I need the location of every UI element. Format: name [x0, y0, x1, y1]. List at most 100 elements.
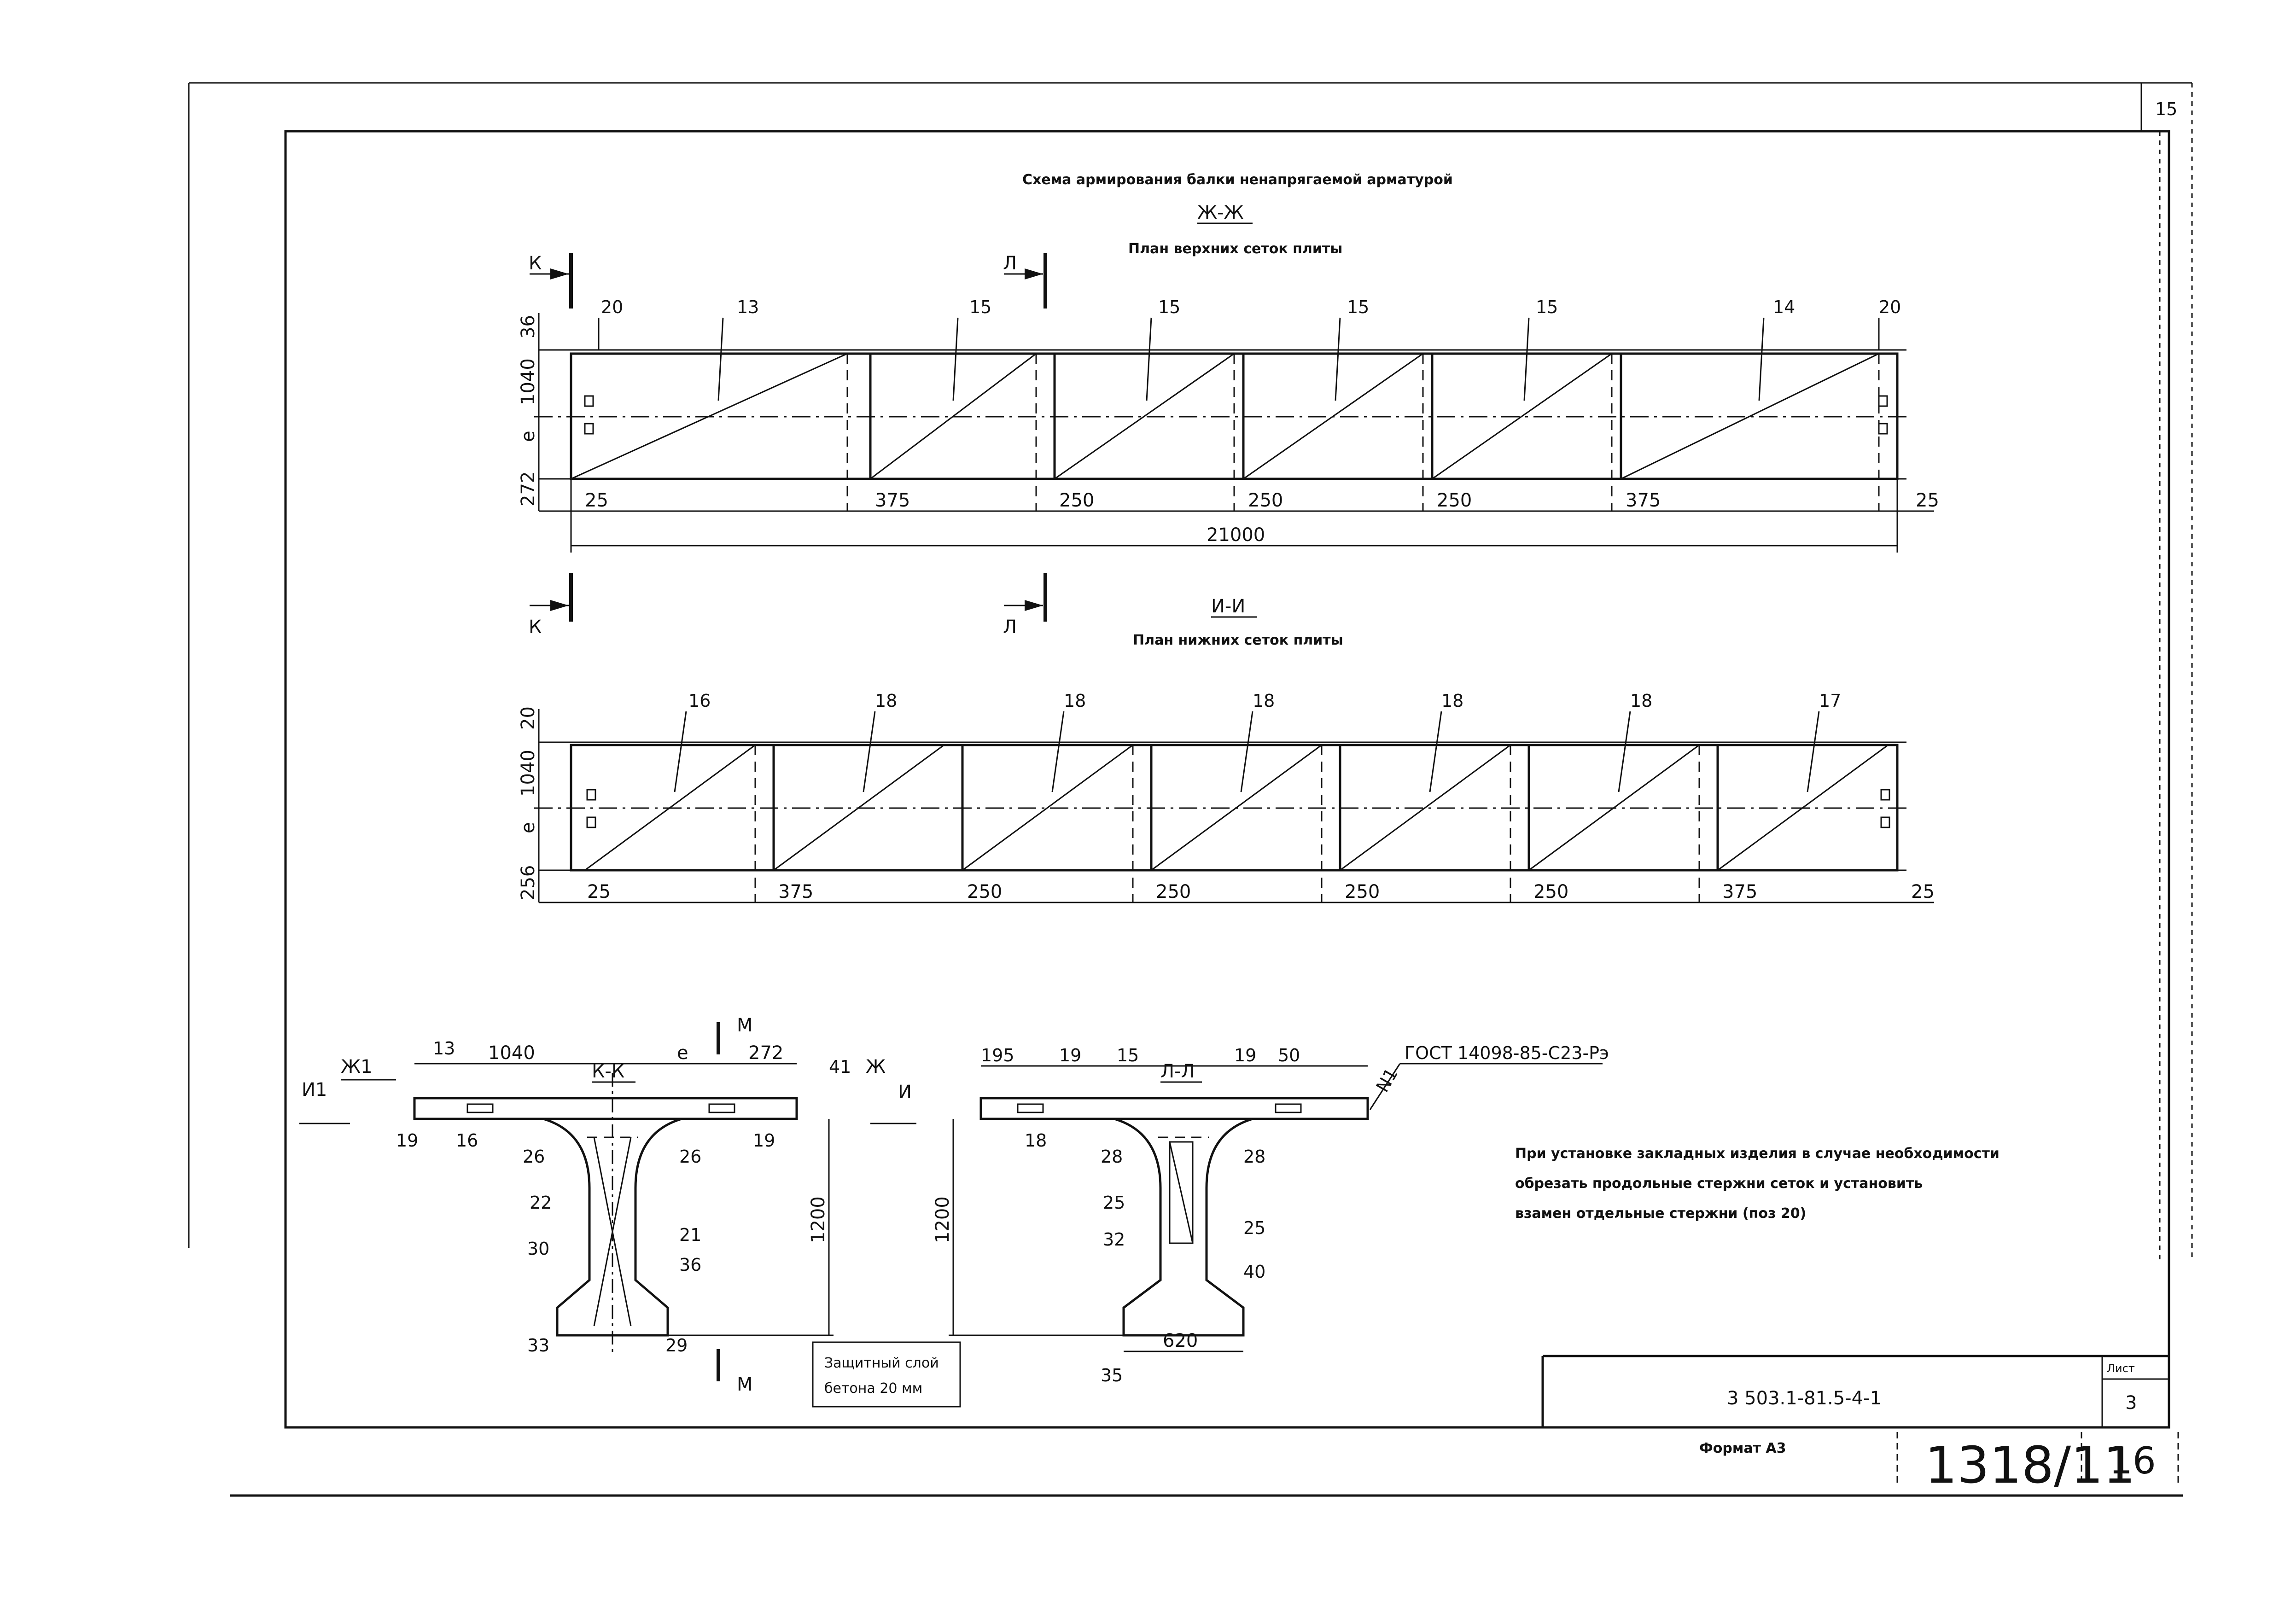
- bottom-bdim-3: 250: [967, 881, 1002, 902]
- top-dim-36: 36: [518, 315, 539, 338]
- kk-cut-i1: И1: [302, 1079, 327, 1100]
- top-bdim-6: 375: [1626, 490, 1661, 511]
- bottom-pos-5: 18: [1441, 691, 1463, 711]
- section-i-title: И-И: [1211, 596, 1245, 617]
- plan-top-title: План верхних сеток плиты: [1128, 241, 1342, 257]
- top-pos-2: 13: [737, 297, 759, 317]
- section-zh-title: Ж-Ж: [1197, 202, 1244, 223]
- top-plan-diagonals: [571, 353, 1879, 480]
- bottom-dim-20: 20: [518, 706, 539, 730]
- ll-dim-50: 50: [1278, 1045, 1300, 1065]
- kk-label-36: 36: [679, 1255, 701, 1275]
- bottom-bdim-2: 375: [778, 881, 813, 902]
- cut-k-top: К: [529, 253, 542, 274]
- kk-cut-zh-right: Ж: [866, 1056, 886, 1077]
- top-pos-3: 15: [969, 297, 991, 317]
- bottom-pos-3: 18: [1064, 691, 1086, 711]
- kk-height: 1200: [808, 1196, 829, 1243]
- cover-note-box: [812, 1341, 961, 1408]
- install-note-line2: обрезать продольные стержни сеток и уста…: [1515, 1176, 1923, 1192]
- cover-note-line2: бетона 20 мм: [824, 1380, 922, 1397]
- main-title: Схема армирования балки ненапрягаемой ар…: [1022, 172, 1453, 188]
- bottom-plan-diagonals: [584, 744, 1889, 871]
- top-bdim-4: 250: [1248, 490, 1283, 511]
- top-plan: 20 13 15 15 15 15 14 20 36 1040 e 272 25…: [518, 297, 1939, 553]
- bottom-bdim-1: 25: [587, 881, 611, 902]
- ll-label-32: 32: [1103, 1229, 1125, 1250]
- bottom-pos-4: 18: [1253, 691, 1275, 711]
- top-dim-e: e: [518, 431, 539, 442]
- kk-label-26-left: 26: [523, 1147, 545, 1167]
- bottom-bdim-6: 250: [1533, 881, 1568, 902]
- top-total-length: 21000: [1207, 524, 1265, 546]
- format-label: Формат А3: [1699, 1440, 1786, 1456]
- top-bdim-2: 375: [875, 490, 910, 511]
- bottom-dim-1040: 1040: [518, 750, 539, 797]
- gost-note: ГОСТ 14098-85-С23-Рэ: [1405, 1043, 1609, 1063]
- top-bdim-1: 25: [585, 490, 608, 511]
- kk-cut-zh1: Ж1: [341, 1056, 373, 1077]
- bottom-bdim-4: 250: [1156, 881, 1191, 902]
- ll-label-28-left: 28: [1101, 1147, 1123, 1167]
- section-kk-title: К-К: [592, 1061, 624, 1082]
- section-ll-title: Л-Л: [1160, 1061, 1195, 1082]
- ll-label-n1: N1: [1372, 1065, 1402, 1096]
- top-pos-8: 20: [1879, 297, 1901, 317]
- top-bdim-5: 250: [1437, 490, 1472, 511]
- ll-dim-195: 195: [981, 1045, 1014, 1065]
- kk-dim-41: 41: [829, 1057, 851, 1077]
- ll-label-25-right: 25: [1243, 1218, 1265, 1238]
- bottom-bdim-7: 375: [1722, 881, 1757, 902]
- kk-label-19-left: 19: [396, 1130, 418, 1151]
- top-dim-272: 272: [518, 471, 539, 506]
- kk-label-16: 16: [456, 1130, 478, 1151]
- bottom-bdim-8: 25: [1911, 881, 1935, 902]
- kk-dim-272: 272: [748, 1042, 783, 1064]
- bottom-pos-1: 16: [688, 691, 711, 711]
- top-pos-7: 14: [1773, 297, 1795, 317]
- ll-label-19-left: 19: [1059, 1045, 1081, 1065]
- cut-l-top: Л: [1003, 253, 1017, 274]
- top-pos-5: 15: [1347, 297, 1369, 317]
- page-number: 16: [2109, 1439, 2156, 1482]
- bottom-bdim-5: 250: [1345, 881, 1380, 902]
- bottom-pos-7: 17: [1819, 691, 1841, 711]
- doc-code: 3 503.1-81.5-4-1: [1727, 1388, 1882, 1409]
- ll-label-25-left: 25: [1103, 1193, 1125, 1213]
- top-pos-6: 15: [1536, 297, 1558, 317]
- ll-label-15: 15: [1117, 1045, 1139, 1065]
- top-bdim-7: 25: [1916, 490, 1939, 511]
- sheet-number: 3: [2125, 1392, 2137, 1414]
- plan-bottom-title: План нижних сеток плиты: [1133, 632, 1343, 648]
- sheet-frame: [188, 82, 2193, 1497]
- title-block: 3 503.1-81.5-4-1 Лист 3 Формат А3 1318/1…: [1541, 1355, 2179, 1495]
- top-bdim-3: 250: [1059, 490, 1094, 511]
- kk-cut-i-right: И: [898, 1082, 912, 1103]
- ll-label-28-right: 28: [1243, 1147, 1265, 1167]
- ll-label-35: 35: [1101, 1365, 1123, 1385]
- kk-cut-m-top: М: [737, 1015, 753, 1036]
- kk-label-33: 33: [527, 1335, 549, 1356]
- corner-number: 15: [2155, 99, 2177, 119]
- install-note-line1: При установке закладных изделия в случае…: [1515, 1146, 2000, 1162]
- ll-label-18: 18: [1025, 1130, 1047, 1151]
- bottom-dim-256: 256: [518, 865, 539, 900]
- kk-label-29: 29: [665, 1335, 688, 1356]
- install-note-line3: взамен отдельные стержни (поз 20): [1515, 1205, 1806, 1222]
- cut-l-bottom: Л: [1003, 617, 1017, 638]
- section-kk: К-К 13 1040 e 272 41 1200 19 16 19 26 26…: [299, 1015, 916, 1395]
- kk-label-19-right: 19: [753, 1130, 775, 1151]
- kk-label-26-right: 26: [679, 1147, 701, 1167]
- kk-cut-m-bottom: М: [737, 1374, 753, 1395]
- kk-label-21: 21: [679, 1225, 701, 1245]
- bottom-plan-joints: [754, 745, 1719, 902]
- bottom-pos-6: 18: [1630, 691, 1652, 711]
- cover-note-line1: Защитный слой: [824, 1355, 939, 1371]
- kk-label-30: 30: [527, 1239, 549, 1259]
- cut-markers: К Л К Л: [529, 253, 1047, 638]
- kk-dim-13: 13: [433, 1038, 455, 1059]
- top-plan-joints: [846, 354, 1880, 511]
- ll-height: 1200: [932, 1196, 953, 1243]
- kk-label-22: 22: [530, 1193, 552, 1213]
